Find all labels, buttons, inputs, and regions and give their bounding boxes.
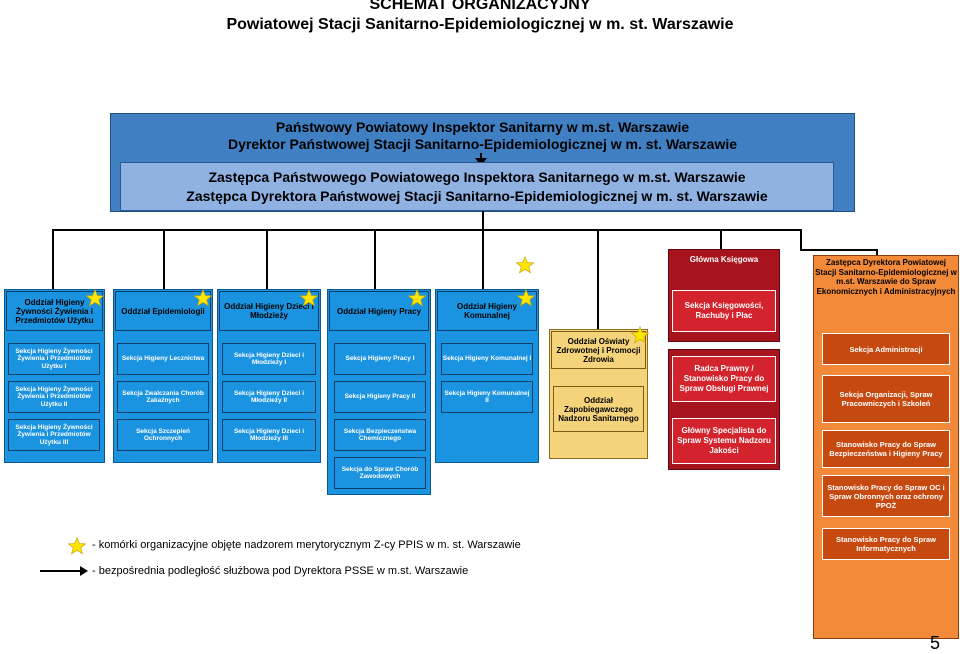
section-box: Sekcja Higieny Dzieci i Młodzieży II	[222, 381, 316, 413]
economic-item: Sekcja Organizacji, Spraw Pracowniczych …	[822, 375, 950, 423]
legend-star-icon	[68, 537, 86, 555]
director-line1: Państwowy Powiatowy Inspektor Sanitarny …	[275, 119, 690, 135]
chart-subtitle: Powiatowej Stacji Sanitarno-Epidemiologi…	[226, 16, 734, 33]
deputy-line1: Zastępca Państwowego Powiatowego Inspekt…	[208, 169, 746, 185]
department-head-food-hygiene: Oddział Higieny Żywności Żywienia i Prze…	[6, 291, 103, 331]
department-head-health-promotion: Oddział Oświaty Zdrowotnej i Promocji Zd…	[551, 331, 646, 369]
connector-horizontal	[52, 229, 802, 231]
section-box: Sekcja Zwalczania Chorób Zakaźnych	[117, 381, 209, 413]
quality-specialist-box: Główny Specjalista do Spraw Systemu Nadz…	[672, 418, 776, 464]
star-icon	[631, 326, 649, 344]
connector	[52, 229, 54, 289]
connector	[163, 229, 165, 289]
connector	[597, 229, 599, 329]
section-box: Sekcja Higieny Dzieci i Młodzieży III	[222, 419, 316, 451]
connector	[800, 249, 876, 251]
legend-arrow-icon	[40, 566, 88, 576]
section-box: Sekcja Higieny Pracy II	[334, 381, 426, 413]
legend-arrow-text: - bezpośrednia podległość służbowa pod D…	[92, 565, 469, 577]
section-box: Sekcja Higieny Dzieci i Młodzieży I	[222, 343, 316, 375]
section-box: Sekcja Higieny Lecznictwa	[117, 343, 209, 375]
connector	[800, 229, 802, 249]
star-icon	[86, 289, 104, 307]
chart-title: SCHEMAT ORGANIZACYJNY	[369, 0, 591, 13]
economic-item: Stanowisko Pracy do Spraw Informatycznyc…	[822, 528, 950, 560]
connector	[482, 211, 484, 231]
director-line2: Dyrektor Państwowej Stacji Sanitarno-Epi…	[227, 136, 738, 152]
section-box: Sekcja Higieny Komunalnej II	[441, 381, 533, 413]
star-icon	[517, 289, 535, 307]
economic-deputy-head: Zastępca Dyrektora Powiatowej Stacji San…	[815, 258, 957, 296]
connector	[374, 229, 376, 289]
connector	[720, 229, 722, 249]
director-box: Państwowy Powiatowy Inspektor Sanitarny …	[110, 119, 855, 153]
connector	[482, 229, 484, 289]
legend-star-text: - komórki organizacyjne objęte nadzorem …	[92, 539, 521, 551]
connector	[876, 249, 878, 255]
section-box: Sekcja Higieny Komunalnej I	[441, 343, 533, 375]
star-icon	[300, 289, 318, 307]
department-preventive-supervision: Oddział Zapobiegawczego Nadzoru Sanitarn…	[553, 386, 644, 432]
department-head-epidemiology: Oddział Epidemiologii	[115, 291, 211, 331]
deputy-line2: Zastępca Dyrektora Państwowej Stacji San…	[186, 188, 768, 204]
section-box: Sekcja Higieny Pracy I	[334, 343, 426, 375]
economic-item: Stanowisko Pracy do Spraw OC i Spraw Obr…	[822, 475, 950, 517]
legal-advisor-box: Radca Prawny / Stanowisko Pracy do Spraw…	[672, 356, 776, 402]
star-icon	[408, 289, 426, 307]
accounting-section: Sekcja Księgowości, Rachuby i Płac	[672, 290, 776, 332]
section-box: Sekcja Szczepień Ochronnych	[117, 419, 209, 451]
star-icon	[516, 256, 534, 274]
deputy-box: Zastępca Państwowego Powiatowego Inspekt…	[120, 162, 834, 211]
star-icon	[194, 289, 212, 307]
section-box: Sekcja Higieny Żywności Żywienia i Przed…	[8, 419, 100, 451]
page-number: 5	[930, 633, 941, 653]
chief-accountant: Główna Księgowa	[689, 255, 759, 264]
connector	[266, 229, 268, 289]
section-box: Sekcja Bezpieczeństwa Chemicznego	[334, 419, 426, 451]
section-box: Sekcja do Spraw Chorób Zawodowych	[334, 457, 426, 489]
economic-item: Sekcja Administracji	[822, 333, 950, 365]
section-box: Sekcja Higieny Żywności Żywienia i Przed…	[8, 343, 100, 375]
section-box: Sekcja Higieny Żywności Żywienia i Przed…	[8, 381, 100, 413]
economic-item: Stanowisko Pracy do Spraw Bezpieczeństwa…	[822, 430, 950, 468]
